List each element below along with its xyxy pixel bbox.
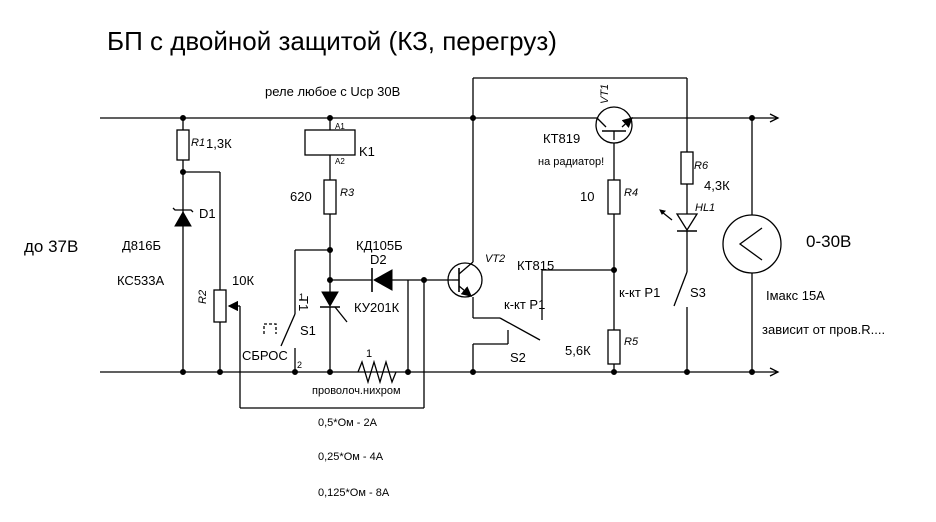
r2-value: 10К (232, 273, 254, 288)
diagram-title: БП с двойной защитой (КЗ, перегруз) (107, 26, 557, 56)
transistor-vt1 (595, 106, 633, 180)
s3-name: S3 (690, 285, 706, 300)
transistor-vt2 (447, 118, 500, 319)
shunt-label: проволоч.нихром (312, 385, 401, 397)
r6-value: 4,3К (704, 178, 730, 193)
k1-pin-a1: A1 (335, 122, 345, 131)
d1-name: D1 (199, 206, 216, 221)
r3-value: 620 (290, 189, 312, 204)
r6-name: R6 (694, 160, 709, 172)
switch-s3 (673, 271, 688, 372)
shunt-value: 1 (366, 348, 372, 360)
relay-contact-p1-a (499, 269, 614, 341)
d2-name: D2 (370, 252, 387, 267)
p1-contact-a-label: к-кт Р1 (504, 297, 545, 312)
resistor-r6 (680, 151, 694, 214)
r1-value: 1,3К (206, 136, 232, 151)
input-voltage-label: до 37В (24, 237, 78, 256)
r4-value: 10 (580, 189, 594, 204)
shunt-table-row-1: 0,5*Ом - 2А (318, 417, 378, 429)
thyristor-t1 (320, 250, 348, 372)
r5-value: 5,6К (565, 343, 591, 358)
s1-label: СБРОС (242, 348, 288, 363)
led-hl1 (659, 209, 699, 272)
vt1-part: КТ819 (543, 131, 580, 146)
nichrome-shunt (357, 280, 409, 385)
switch-s2 (472, 330, 509, 372)
resistor-r1 (176, 118, 190, 370)
d1-part1: Д816Б (122, 238, 161, 253)
switch-s1 (263, 249, 330, 372)
relay-coil-k1 (304, 118, 356, 180)
vt2-part: КТ815 (517, 258, 554, 273)
k1-name: K1 (359, 144, 375, 159)
s1-name: S1 (300, 323, 316, 338)
t1-pin1: 1 (299, 292, 304, 302)
hl1-name: HL1 (695, 202, 715, 214)
vt1-note: на радиатор! (538, 156, 604, 168)
relay-note: реле любое с Uср 30В (265, 84, 400, 99)
voltmeter (722, 118, 782, 372)
d2-part: КД105Б (356, 238, 403, 253)
diode-d2 (330, 268, 452, 292)
r2-name: R2 (197, 290, 209, 304)
zener-d1 (172, 207, 194, 227)
resistor-r5 (607, 329, 621, 372)
d1-part2: КС533А (117, 273, 165, 288)
resistor-r4 (607, 179, 621, 330)
output-voltage-label: 0-30В (806, 232, 851, 251)
r1-name: R1 (191, 137, 205, 149)
s2-name: S2 (510, 350, 526, 365)
t1-part: КУ201К (354, 300, 400, 315)
vt1-name: VT1 (599, 84, 611, 104)
r5-name: R5 (624, 336, 639, 348)
vt2-name: VT2 (485, 253, 505, 265)
t1-pin2: 2 (297, 360, 302, 370)
p1-contact-b-label: к-кт Р1 (619, 285, 660, 300)
resistor-r3 (323, 179, 337, 250)
bottom-rail (100, 367, 780, 377)
imax-label: Iмакс 15А (766, 288, 825, 303)
collector-loop-wire (472, 77, 688, 152)
shunt-table-row-2: 0,25*Ом - 4А (318, 451, 384, 463)
potentiometer-r2 (183, 171, 425, 409)
shunt-table-row-3: 0,125*Ом - 8А (318, 487, 390, 499)
r4-name: R4 (624, 187, 638, 199)
junction-dots (180, 115, 755, 375)
r3-name: R3 (340, 187, 355, 199)
top-rail (100, 113, 780, 123)
k1-pin-a2: A2 (335, 157, 345, 166)
t1-name: T1 (296, 296, 311, 311)
depends-label: зависит от пров.R.... (762, 322, 885, 337)
